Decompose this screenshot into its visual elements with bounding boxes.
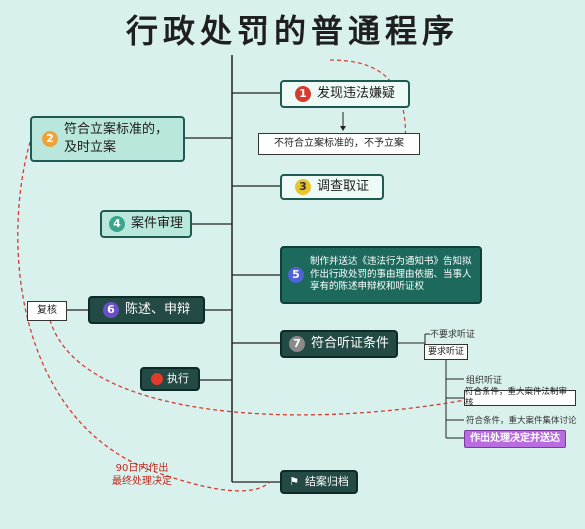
step-7-box: 7 符合听证条件 (280, 330, 398, 358)
step-6-box: 6 陈述、申辩 (88, 296, 205, 324)
review-label: 复核 (37, 305, 57, 317)
decision-label: 作出处理决定并送达 (470, 433, 560, 445)
collective-label: 符合条件，重大案件集体讨论 (466, 416, 577, 426)
number-badge: 6 (102, 302, 119, 318)
step-6-label: 陈述、申辩 (124, 302, 190, 318)
number-badge: 3 (294, 179, 311, 195)
number-badge: 4 (108, 216, 125, 232)
page-title: 行政处罚的普通程序 (125, 12, 459, 50)
step-2-box: 2 符合立案标准的，及时立案 (30, 116, 185, 162)
number-badge: 7 (288, 336, 305, 352)
legal-review-box: 符合条件，重大案件法制审核 (464, 387, 576, 408)
flag-icon: ⚑ (289, 474, 299, 488)
number-badge: 2 (42, 131, 58, 147)
close-label: 结案归档 (304, 474, 349, 488)
execute-label: 执行 (167, 371, 189, 385)
request-label: 要求听证 (427, 346, 464, 357)
execute-box: 执行 (140, 367, 200, 391)
review-box: 复核 (27, 301, 67, 321)
number-badge: 5 (288, 267, 304, 283)
deadline-note: 90日内作出最终处理决定 (112, 463, 172, 487)
record-icon (151, 373, 163, 385)
step-3-label: 调查取证 (316, 179, 369, 195)
step-5-box: 5 制作并送达《违法行为通知书》告知拟作出行政处罚的事由理由依据、当事人享有的陈… (280, 246, 482, 304)
step-5-label: 制作并送达《违法行为通知书》告知拟作出行政处罚的事由理由依据、当事人享有的陈述申… (310, 256, 472, 293)
step-2-label: 符合立案标准的，及时立案 (64, 122, 169, 155)
step-1-box: 1 发现违法嫌疑 (280, 80, 410, 108)
step-1-label: 发现违法嫌疑 (316, 86, 395, 102)
close-box: ⚑ 结案归档 (280, 470, 358, 494)
decision-box: 作出处理决定并送达 (464, 430, 566, 448)
not-meet-box: 不符合立案标准的，不予立案 (258, 133, 420, 155)
step-4-box: 4 案件审理 (100, 210, 192, 238)
legal-review-label: 符合条件，重大案件法制审核 (465, 386, 568, 408)
organize-label: 组织听证 (466, 376, 503, 386)
no-request-label: 不要求听证 (430, 330, 476, 340)
step-7-label: 符合听证条件 (310, 336, 389, 352)
request-box: 要求听证 (424, 344, 468, 360)
number-badge: 1 (294, 86, 311, 102)
step-4-label: 案件审理 (130, 216, 183, 232)
step-3-box: 3 调查取证 (280, 174, 384, 200)
not-meet-label: 不符合立案标准的，不予立案 (274, 138, 404, 150)
